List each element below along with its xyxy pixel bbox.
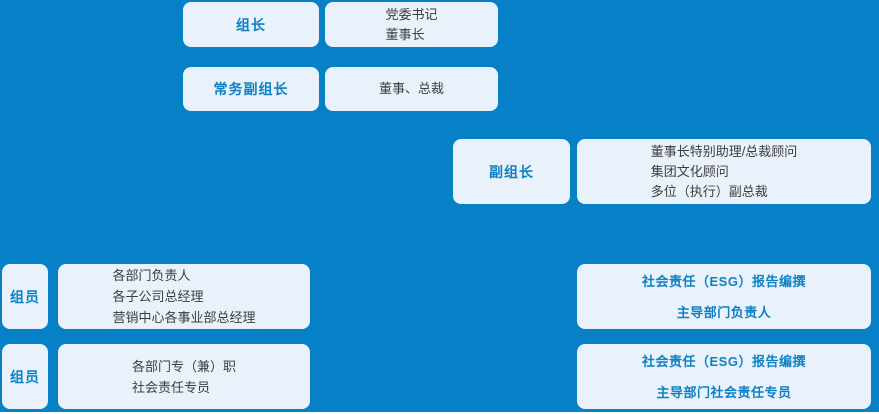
members1-line: 各子公司总经理	[112, 289, 204, 304]
node-leader-role: 组长	[183, 2, 319, 47]
deputy-member-line: 多位（执行）副总裁	[650, 183, 768, 199]
esg-lead-line: 社会责任（ESG）报告编撰	[642, 273, 806, 289]
deputy-member-line: 集团文化顾问	[650, 163, 729, 179]
node-deputy-members: 董事长特别助理/总裁顾问 集团文化顾问 多位（执行）副总裁	[577, 139, 871, 204]
esg-report-specialist-text: 社会责任（ESG）报告编撰 主导部门社会责任专员	[642, 346, 806, 408]
esg-specialist-line: 社会责任（ESG）报告编撰	[642, 353, 806, 369]
node-esg-report-lead: 社会责任（ESG）报告编撰 主导部门负责人	[577, 264, 871, 329]
node-leader-members: 党委书记 董事长	[325, 2, 498, 47]
members2-role-label: 组员	[10, 368, 40, 385]
node-members2-role: 组员	[2, 344, 48, 409]
esg-specialist-line: 主导部门社会责任专员	[656, 384, 792, 400]
node-members2-list: 各部门专（兼）职 社会责任专员	[58, 344, 310, 409]
node-exec-deputy-role: 常务副组长	[183, 67, 319, 111]
members2-line: 社会责任专员	[131, 379, 210, 395]
exec-deputy-members-text: 董事、总裁	[379, 79, 444, 99]
leader-member-line: 董事长	[385, 26, 425, 42]
members1-list-text: 各部门负责人 各子公司总经理 营销中心各事业部总经理	[112, 265, 255, 328]
esg-report-lead-text: 社会责任（ESG）报告编撰 主导部门负责人	[642, 266, 806, 328]
esg-lead-line: 主导部门负责人	[676, 304, 772, 320]
node-deputy-role: 副组长	[453, 139, 570, 204]
deputy-member-line: 董事长特别助理/总裁顾问	[650, 143, 798, 159]
deputy-role-label: 副组长	[489, 163, 534, 180]
node-exec-deputy-members: 董事、总裁	[325, 67, 498, 111]
deputy-members-text: 董事长特别助理/总裁顾问 集团文化顾问 多位（执行）副总裁	[651, 142, 798, 202]
members1-role-label: 组员	[10, 288, 40, 305]
leader-role-label: 组长	[236, 16, 266, 33]
node-esg-report-specialist: 社会责任（ESG）报告编撰 主导部门社会责任专员	[577, 344, 871, 409]
leader-member-line: 党委书记	[385, 6, 438, 22]
members2-line: 各部门专（兼）职	[131, 358, 236, 374]
exec-deputy-role-label: 常务副组长	[213, 81, 289, 97]
exec-deputy-member-line: 董事、总裁	[378, 81, 444, 96]
members1-line: 各部门负责人	[112, 268, 191, 283]
node-members1-list: 各部门负责人 各子公司总经理 营销中心各事业部总经理	[58, 264, 310, 329]
members1-line: 营销中心各事业部总经理	[112, 310, 256, 325]
node-members1-role: 组员	[2, 264, 48, 329]
leader-members-text: 党委书记 董事长	[385, 5, 437, 45]
members2-list-text: 各部门专（兼）职 社会责任专员	[132, 356, 236, 398]
